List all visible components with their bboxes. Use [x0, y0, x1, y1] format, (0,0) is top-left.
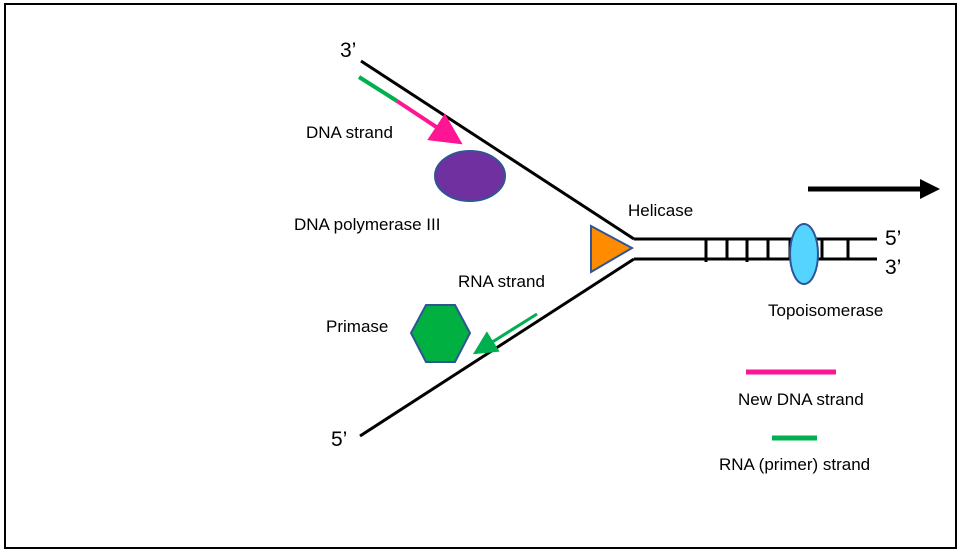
dna-strand-label: DNA strand — [306, 123, 393, 142]
upper-left-end-label: 3’ — [340, 39, 356, 62]
new-dna-arrow — [395, 99, 463, 145]
legend-label-new-dna: New DNA strand — [738, 390, 864, 409]
legend-label-rna-primer: RNA (primer) strand — [719, 455, 870, 474]
helicase-shape — [590, 224, 635, 274]
topoisomerase-label: Topoisomerase — [768, 301, 883, 320]
dna-polymerase-label: DNA polymerase III — [294, 215, 440, 234]
rna-strand-label: RNA strand — [458, 272, 545, 291]
primase-label: Primase — [326, 317, 388, 336]
rna-strand-arrow — [472, 312, 538, 355]
diagram-frame — [4, 3, 957, 549]
lower-left-end-label: 5’ — [331, 428, 347, 451]
upper-template-strand — [360, 59, 635, 241]
right-bottom-end-label: 3’ — [885, 256, 901, 279]
helicase-label: Helicase — [628, 201, 693, 220]
primase-shape — [409, 304, 472, 363]
rna-primer-segment — [357, 75, 399, 103]
dna-polymerase-shape — [434, 150, 506, 202]
direction-arrow-head — [920, 179, 940, 199]
topoisomerase-shape — [789, 223, 819, 285]
right-top-end-label: 5’ — [885, 227, 901, 250]
